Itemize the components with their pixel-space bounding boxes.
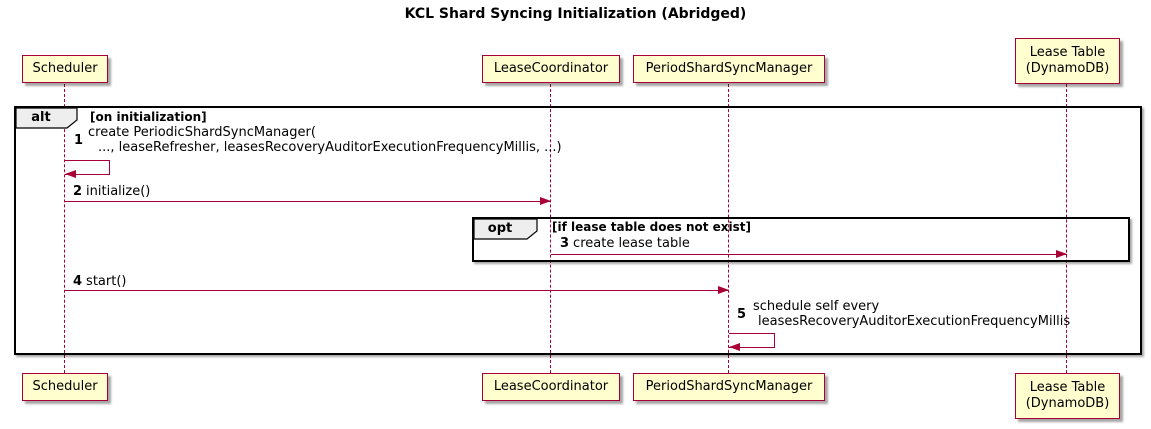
participant-scheduler-top: Scheduler [22,55,108,83]
participant-periodshardsyncmanager-top: PeriodShardSyncManager [633,55,825,83]
message-4-text: start() [86,274,127,289]
message-4-arrowhead [718,286,729,294]
message-3-number: 3 [560,236,570,251]
participant-label: LeaseCoordinator [493,379,609,394]
participant-label-line-2: (DynamoDB) [1025,396,1110,411]
message-3-text: create lease table [573,236,690,251]
participant-label: PeriodShardSyncManager [645,379,813,394]
message-5-line-1: schedule self every [753,299,880,314]
opt-condition: [if lease table does not exist] [552,220,752,234]
participant-leasecoordinator-bottom: LeaseCoordinator [482,373,620,401]
lifeline-lease-table [1066,84,1067,373]
message-5-line-2: leasesRecoveryAuditorExecutionFrequencyM… [758,314,1071,329]
message-5-arrowhead [729,343,740,351]
message-2-text: initialize() [86,184,151,199]
participant-periodshardsyncmanager-bottom: PeriodShardSyncManager [633,373,825,401]
message-5-label: schedule self every leasesRecoveryAudito… [753,299,1070,329]
message-3-arrow-line [551,254,1067,255]
message-1-line-1: create PeriodicShardSyncManager( [88,125,316,140]
participant-label-line-2: (DynamoDB) [1025,61,1110,76]
message-1-self-arrow [65,160,110,175]
alt-frame-label-shape [16,108,78,129]
alt-keyword: alt [31,110,51,125]
lifeline-periodshardsyncmanager [728,84,729,373]
message-1-arrowhead [65,170,76,178]
participant-label-line-1: Lease Table [1029,380,1106,395]
participant-label: Scheduler [32,379,98,394]
participant-label: LeaseCoordinator [493,61,609,76]
message-1-label: create PeriodicShardSyncManager( ..., le… [88,125,562,155]
message-2-arrow-line [65,201,551,202]
message-2-arrowhead [540,197,551,205]
participant-lease-table-top: Lease Table (DynamoDB) [1015,38,1120,84]
message-5-self-arrow [729,333,775,348]
message-3-arrowhead [1056,250,1067,258]
message-4-arrow-line [65,290,729,291]
opt-keyword: opt [487,221,513,236]
participant-label: PeriodShardSyncManager [645,61,813,76]
participant-lease-table-bottom: Lease Table (DynamoDB) [1015,373,1120,419]
opt-frame: opt [if lease table does not exist] [472,217,1130,262]
lifeline-scheduler [64,84,65,373]
message-1-line-2: ..., leaseRefresher, leasesRecoveryAudit… [98,140,562,155]
opt-frame-label-shape [474,219,538,240]
diagram-title: KCL Shard Syncing Initialization (Abridg… [404,6,747,22]
participant-label-line-1: Lease Table [1029,45,1106,60]
message-5-number: 5 [737,307,747,322]
participant-scheduler-bottom: Scheduler [22,373,108,401]
participant-label: Scheduler [32,61,98,76]
alt-condition: [on initialization] [90,110,207,124]
message-2-number: 2 [73,184,83,199]
participant-leasecoordinator-top: LeaseCoordinator [482,55,620,83]
message-4-number: 4 [73,274,83,289]
message-1-number: 1 [74,133,84,148]
alt-frame: alt [on initialization] [14,106,1142,355]
lifeline-leasecoordinator [550,84,551,373]
